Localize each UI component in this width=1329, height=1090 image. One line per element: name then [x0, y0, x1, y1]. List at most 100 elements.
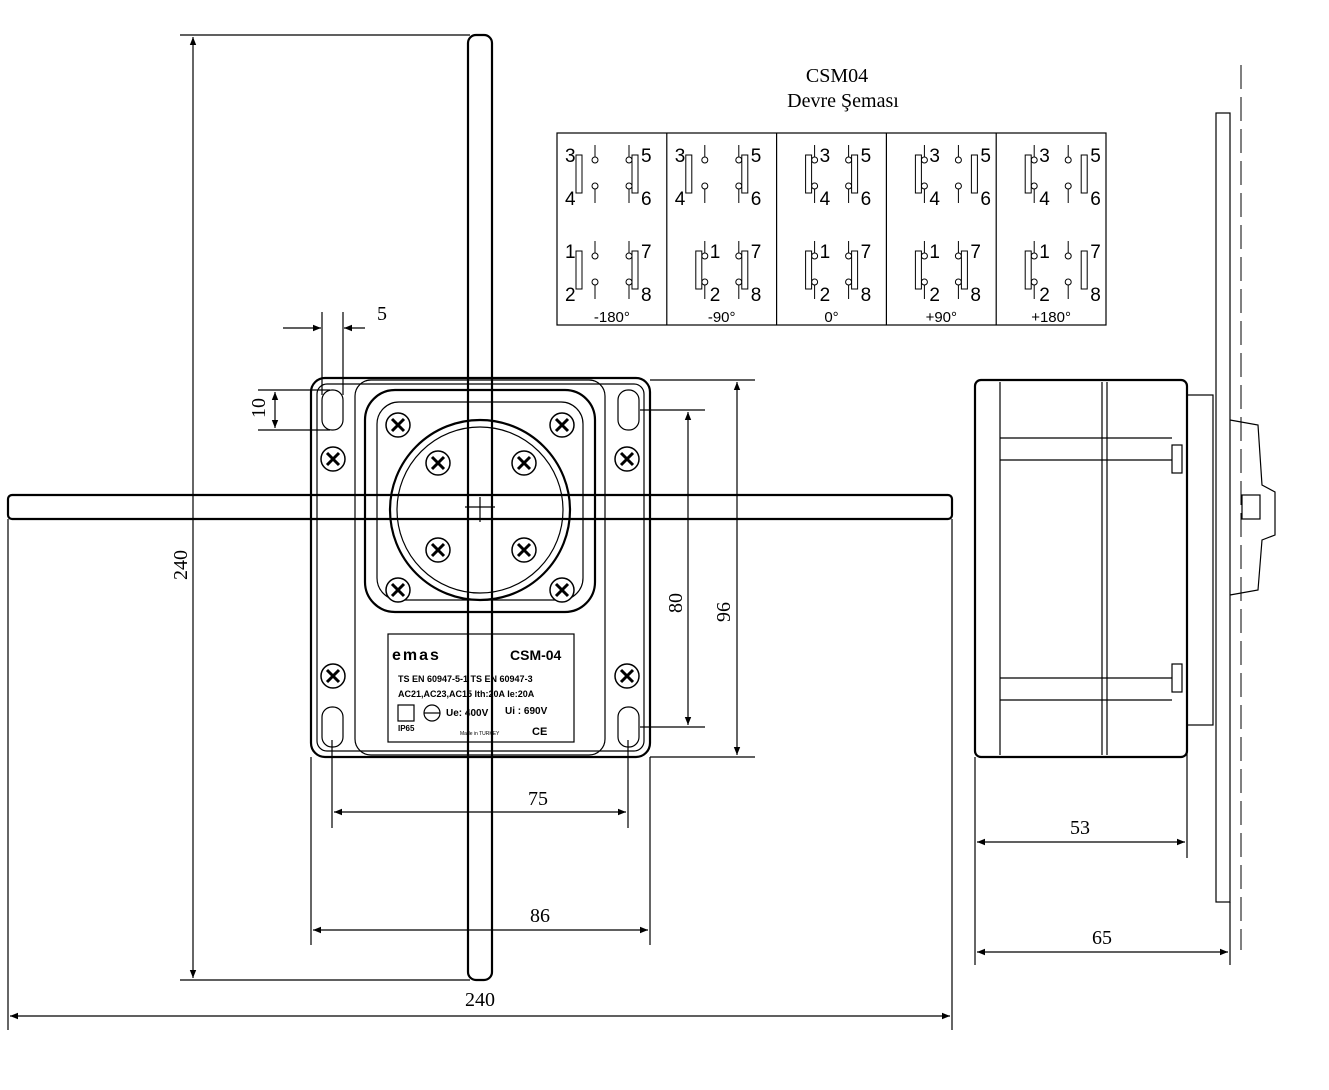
terminal-number: 5: [641, 146, 652, 167]
terminal-number: 4: [929, 189, 940, 210]
screw-icon: [320, 663, 346, 689]
terminal-number: 7: [1090, 242, 1101, 263]
ip-label: IP65: [398, 724, 415, 733]
terminal-number: 5: [861, 146, 872, 167]
contact-point: [954, 252, 962, 260]
contact-point: [920, 252, 928, 260]
screw-cross: [619, 668, 635, 684]
mounting-slot: [617, 389, 640, 431]
contact-bridge-closed: [851, 154, 859, 194]
contact-point: [625, 156, 633, 164]
terminal-number: 5: [751, 146, 762, 167]
contact-point: [735, 156, 743, 164]
contact-point: [845, 156, 853, 164]
screw-cross: [516, 455, 532, 471]
terminal-number: 8: [970, 285, 981, 306]
contact-point: [1064, 278, 1072, 286]
diagram-title: CSM04: [806, 65, 868, 87]
contact-point: [954, 182, 962, 190]
contact-bridge-closed: [1024, 250, 1032, 290]
mounting-plate: [1215, 112, 1231, 903]
dim-total-depth: 65: [1092, 927, 1112, 949]
screw-icon: [320, 446, 346, 472]
terminal-number: 6: [751, 189, 762, 210]
screw-icon: [385, 577, 411, 603]
diagram-subtitle: Devre Şeması: [787, 90, 899, 112]
contact-bridge-open: [1080, 154, 1088, 194]
contact-point: [845, 182, 853, 190]
terminal-number: 1: [1039, 242, 1050, 263]
terminal-number: 4: [820, 189, 831, 210]
screw-cross: [554, 417, 570, 433]
contact-bridge-open: [685, 154, 693, 194]
contact-point: [1030, 182, 1038, 190]
contact-point: [920, 278, 928, 286]
side-view: [973, 65, 1276, 950]
terminal-number: 7: [970, 242, 981, 263]
contact-bridge-closed: [805, 250, 813, 290]
position-label: -180°: [594, 309, 630, 326]
contact-point: [625, 278, 633, 286]
ui-label: Ui : 690V: [505, 706, 548, 717]
contact-bridge-closed: [960, 250, 968, 290]
terminal-number: 2: [820, 285, 831, 306]
contact-point: [591, 182, 599, 190]
screw-icon: [425, 537, 451, 563]
screw-icon: [614, 446, 640, 472]
contact-bridge-open: [575, 250, 583, 290]
dimensions: 240 240 75 86 80 96 10 5: [7, 34, 1231, 1030]
contact-bridge-open: [1080, 250, 1088, 290]
contact-bridge-closed: [631, 154, 639, 194]
contact-point: [811, 182, 819, 190]
contact-bridge-closed: [741, 250, 749, 290]
contact-point: [1030, 156, 1038, 164]
terminal-number: 7: [751, 242, 762, 263]
terminal-number: 7: [641, 242, 652, 263]
terminal-number: 2: [710, 285, 721, 306]
contact-bridge-closed: [695, 250, 703, 290]
model-label: CSM-04: [510, 647, 562, 663]
contact-point: [591, 156, 599, 164]
terminal-number: 6: [980, 189, 991, 210]
screw-cross: [619, 451, 635, 467]
screw-icon: [511, 537, 537, 563]
contact-point: [811, 156, 819, 164]
ce-mark: CE: [532, 726, 547, 738]
dim-box-height: 96: [713, 602, 735, 622]
screw-cross: [325, 668, 341, 684]
dim-handle-height: 240: [170, 550, 192, 580]
screw-icon: [614, 663, 640, 689]
terminal-number: 4: [565, 189, 576, 210]
terminal-number: 8: [641, 285, 652, 306]
contact-point: [701, 156, 709, 164]
position-label: -90°: [708, 309, 736, 326]
screw-icon: [511, 450, 537, 476]
screw-cross: [390, 582, 406, 598]
terminal-number: 3: [675, 146, 686, 167]
front-view: emas CSM-04 TS EN 60947-5-1 TS EN 60947-…: [309, 376, 652, 759]
contact-point: [735, 278, 743, 286]
label-plate: [387, 633, 575, 743]
contact-bridge-closed: [914, 154, 922, 194]
screw-cross: [325, 451, 341, 467]
terminal-number: 3: [565, 146, 576, 167]
dim-slot-width: 5: [377, 303, 387, 325]
position-label: +90°: [926, 309, 957, 326]
contact-point: [811, 252, 819, 260]
contact-point: [920, 156, 928, 164]
standards-label: TS EN 60947-5-1 TS EN 60947-3: [398, 674, 533, 684]
contact-bridge-closed: [741, 154, 749, 194]
position-label: +180°: [1031, 309, 1071, 326]
screw-cross: [554, 582, 570, 598]
contact-point: [1064, 252, 1072, 260]
contact-point: [954, 278, 962, 286]
contact-point: [591, 252, 599, 260]
dim-box-width: 86: [530, 905, 550, 927]
circuit-table: 34561278-180°34561278-90°345612780°34561…: [556, 132, 1107, 326]
terminal-number: 8: [1090, 285, 1101, 306]
contact-point: [845, 252, 853, 260]
